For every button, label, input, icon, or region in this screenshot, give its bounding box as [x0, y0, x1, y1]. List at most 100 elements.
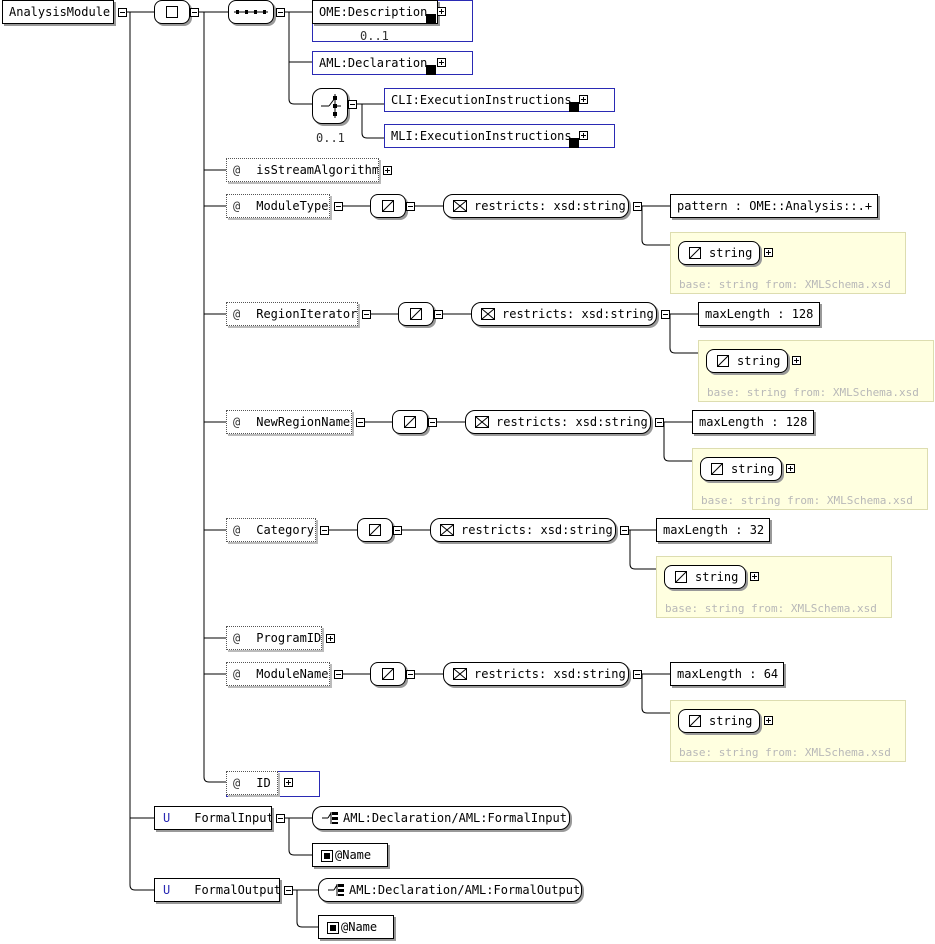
regioniterator-facet: maxLength : 128 — [698, 302, 820, 326]
formalinput-field[interactable]: @Name — [312, 843, 388, 867]
category-restriction-collapse-icon[interactable] — [620, 526, 629, 535]
attribute-regioniterator[interactable]: @ RegionIterator — [226, 302, 358, 326]
modulename-restriction-collapse-icon[interactable] — [633, 670, 642, 679]
root-element[interactable]: AnalysisModule — [2, 0, 114, 24]
moduletype-restriction-collapse-icon[interactable] — [633, 202, 642, 211]
newregionname-restriction-collapse-icon[interactable] — [655, 418, 664, 427]
string-type-label: string — [709, 246, 753, 260]
newregionname-string-expand-icon[interactable] — [786, 464, 795, 473]
regioniterator-collapse-icon[interactable] — [362, 310, 371, 319]
modulename-simpletype-collapse-icon[interactable] — [406, 670, 415, 679]
formaloutput-collapse-icon[interactable] — [284, 886, 293, 895]
mli-execution-expand-icon[interactable] — [579, 131, 588, 140]
newregionname-restriction[interactable]: restricts: xsd:string — [465, 410, 651, 434]
category-simpletype-collapse-icon[interactable] — [393, 526, 402, 535]
restriction-label: restricts: xsd:string — [474, 199, 626, 213]
restriction-label: restricts: xsd:string — [496, 415, 648, 429]
newregionname-simpletype-collapse-icon[interactable] — [428, 418, 437, 427]
modulename-simpletype[interactable] — [370, 662, 406, 686]
formalinput-collapse-icon[interactable] — [276, 814, 285, 823]
aml-declaration-link-icon[interactable] — [426, 65, 436, 75]
category-restriction[interactable]: restricts: xsd:string — [430, 518, 616, 542]
root-collapse-icon[interactable] — [118, 8, 127, 17]
unique-formaloutput[interactable]: U FormalOutput — [154, 878, 280, 902]
category-string-type[interactable]: string — [664, 565, 746, 589]
cli-execution-expand-icon[interactable] — [579, 95, 588, 104]
ome-description-link-icon[interactable] — [426, 14, 436, 24]
modulename-restriction[interactable]: restricts: xsd:string — [443, 662, 629, 686]
moduletype-collapse-icon[interactable] — [334, 202, 343, 211]
attribute-label: ProgramID — [256, 631, 322, 645]
unique-formalinput[interactable]: U FormalInput — [154, 806, 272, 830]
regioniterator-string-expand-icon[interactable] — [792, 356, 801, 365]
ome-description-element[interactable]: OME:Description — [312, 0, 438, 24]
aml-declaration-element[interactable]: AML:Declaration — [312, 51, 473, 75]
root-element-label: AnalysisModule — [9, 5, 111, 19]
facet-label: maxLength : 128 — [699, 415, 808, 429]
newregionname-collapse-icon[interactable] — [356, 418, 365, 427]
regioniterator-restriction-collapse-icon[interactable] — [661, 310, 670, 319]
attribute-label: ModuleType — [256, 199, 329, 213]
moduletype-simpletype[interactable] — [370, 194, 406, 218]
attribute-label: ModuleName — [256, 667, 329, 681]
regioniterator-restriction[interactable]: restricts: xsd:string — [471, 302, 657, 326]
inner-sequence-compositor[interactable] — [228, 0, 274, 24]
attribute-modulename[interactable]: @ ModuleName — [226, 662, 330, 686]
modulename-string-expand-icon[interactable] — [764, 716, 773, 725]
modulename-string-type[interactable]: string — [678, 709, 760, 733]
ome-description-expand-icon[interactable] — [437, 7, 446, 16]
attribute-category[interactable]: @ Category — [226, 518, 316, 542]
sequence-compositor[interactable] — [154, 0, 190, 24]
sequence-icon — [166, 6, 178, 18]
attribute-isstreamalgorithm[interactable]: @ isStreamAlgorithm — [226, 158, 379, 182]
category-simpletype[interactable] — [357, 518, 393, 542]
facet-label: maxLength : 32 — [663, 523, 765, 537]
regioniterator-simpletype[interactable] — [398, 302, 434, 326]
moduletype-restriction[interactable]: restricts: xsd:string — [443, 194, 629, 218]
modulename-collapse-icon[interactable] — [334, 670, 343, 679]
attribute-icon: @ — [233, 415, 241, 429]
attribute-moduletype[interactable]: @ ModuleType — [226, 194, 330, 218]
inner-sequence-collapse-icon[interactable] — [276, 8, 285, 17]
regioniterator-simpletype-collapse-icon[interactable] — [434, 310, 443, 319]
formaloutput-field[interactable]: @Name — [318, 915, 394, 939]
ome-description-label: OME:Description — [319, 5, 428, 19]
attribute-id[interactable]: @ ID — [226, 771, 278, 795]
mli-execution-link-icon[interactable] — [569, 138, 579, 148]
simple-type-icon — [675, 571, 687, 583]
newregionname-string-type[interactable]: string — [700, 457, 782, 481]
category-string-expand-icon[interactable] — [750, 572, 759, 581]
moduletype-string-expand-icon[interactable] — [764, 248, 773, 257]
selector-icon — [328, 884, 344, 896]
cli-execution-link-icon[interactable] — [569, 102, 579, 112]
selector-label: AML:Declaration/AML:FormalInput — [343, 811, 567, 825]
isstreamalgorithm-expand-icon[interactable] — [383, 166, 392, 175]
choice-collapse-icon[interactable] — [348, 100, 357, 109]
base-type-label: base: string from: XMLSchema.xsd — [665, 602, 877, 615]
category-collapse-icon[interactable] — [320, 526, 329, 535]
aml-declaration-expand-icon[interactable] — [437, 58, 446, 67]
newregionname-simpletype[interactable] — [392, 410, 428, 434]
string-type-label: string — [709, 714, 753, 728]
attribute-label: Category — [256, 523, 315, 537]
attribute-programid[interactable]: @ ProgramID — [226, 626, 322, 650]
string-type-label: string — [731, 462, 775, 476]
id-expand-icon[interactable] — [284, 778, 293, 787]
sequence-collapse-icon[interactable] — [190, 8, 199, 17]
moduletype-string-type[interactable]: string — [678, 241, 760, 265]
attribute-label: isStreamAlgorithm — [256, 163, 379, 177]
attribute-newregionname[interactable]: @ NewRegionName — [226, 410, 352, 434]
formaloutput-selector[interactable]: AML:Declaration/AML:FormalOutput — [318, 878, 582, 902]
choice-compositor[interactable] — [312, 88, 348, 124]
cli-execution-element[interactable]: CLI:ExecutionInstructions — [384, 88, 615, 112]
moduletype-simpletype-collapse-icon[interactable] — [406, 202, 415, 211]
formalinput-selector[interactable]: AML:Declaration/AML:FormalInput — [312, 806, 570, 830]
attribute-icon: @ — [233, 776, 241, 790]
attribute-label: ID — [256, 776, 271, 790]
restriction-icon — [440, 524, 454, 536]
regioniterator-string-type[interactable]: string — [706, 349, 788, 373]
field-label: @Name — [341, 920, 378, 934]
simple-type-icon — [689, 715, 701, 727]
programid-expand-icon[interactable] — [326, 634, 335, 643]
